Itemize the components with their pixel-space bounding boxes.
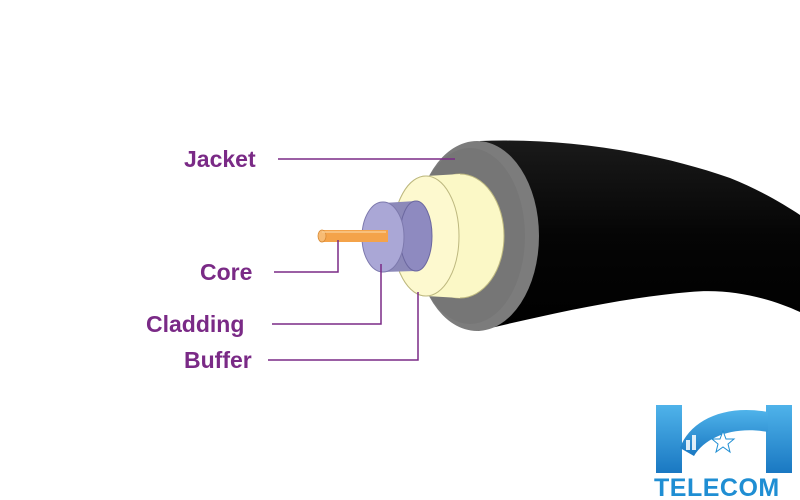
core-tip: [317, 229, 327, 243]
cladding-leader-line: [272, 264, 382, 325]
buffer-leader-line: [268, 292, 419, 361]
star-icon: [710, 429, 736, 454]
jacket-label: Jacket: [184, 146, 256, 172]
core-leader-line: [274, 240, 339, 273]
buffer-label: Buffer: [184, 347, 252, 373]
core-label: Core: [200, 259, 252, 285]
logo-text: TELECOM: [654, 474, 780, 500]
core-fiber: [322, 230, 388, 242]
cladding-label: Cladding: [146, 311, 244, 337]
cable-body: [478, 140, 800, 331]
hn-star-logo-icon: [656, 405, 792, 473]
cladding-back: [399, 200, 433, 272]
